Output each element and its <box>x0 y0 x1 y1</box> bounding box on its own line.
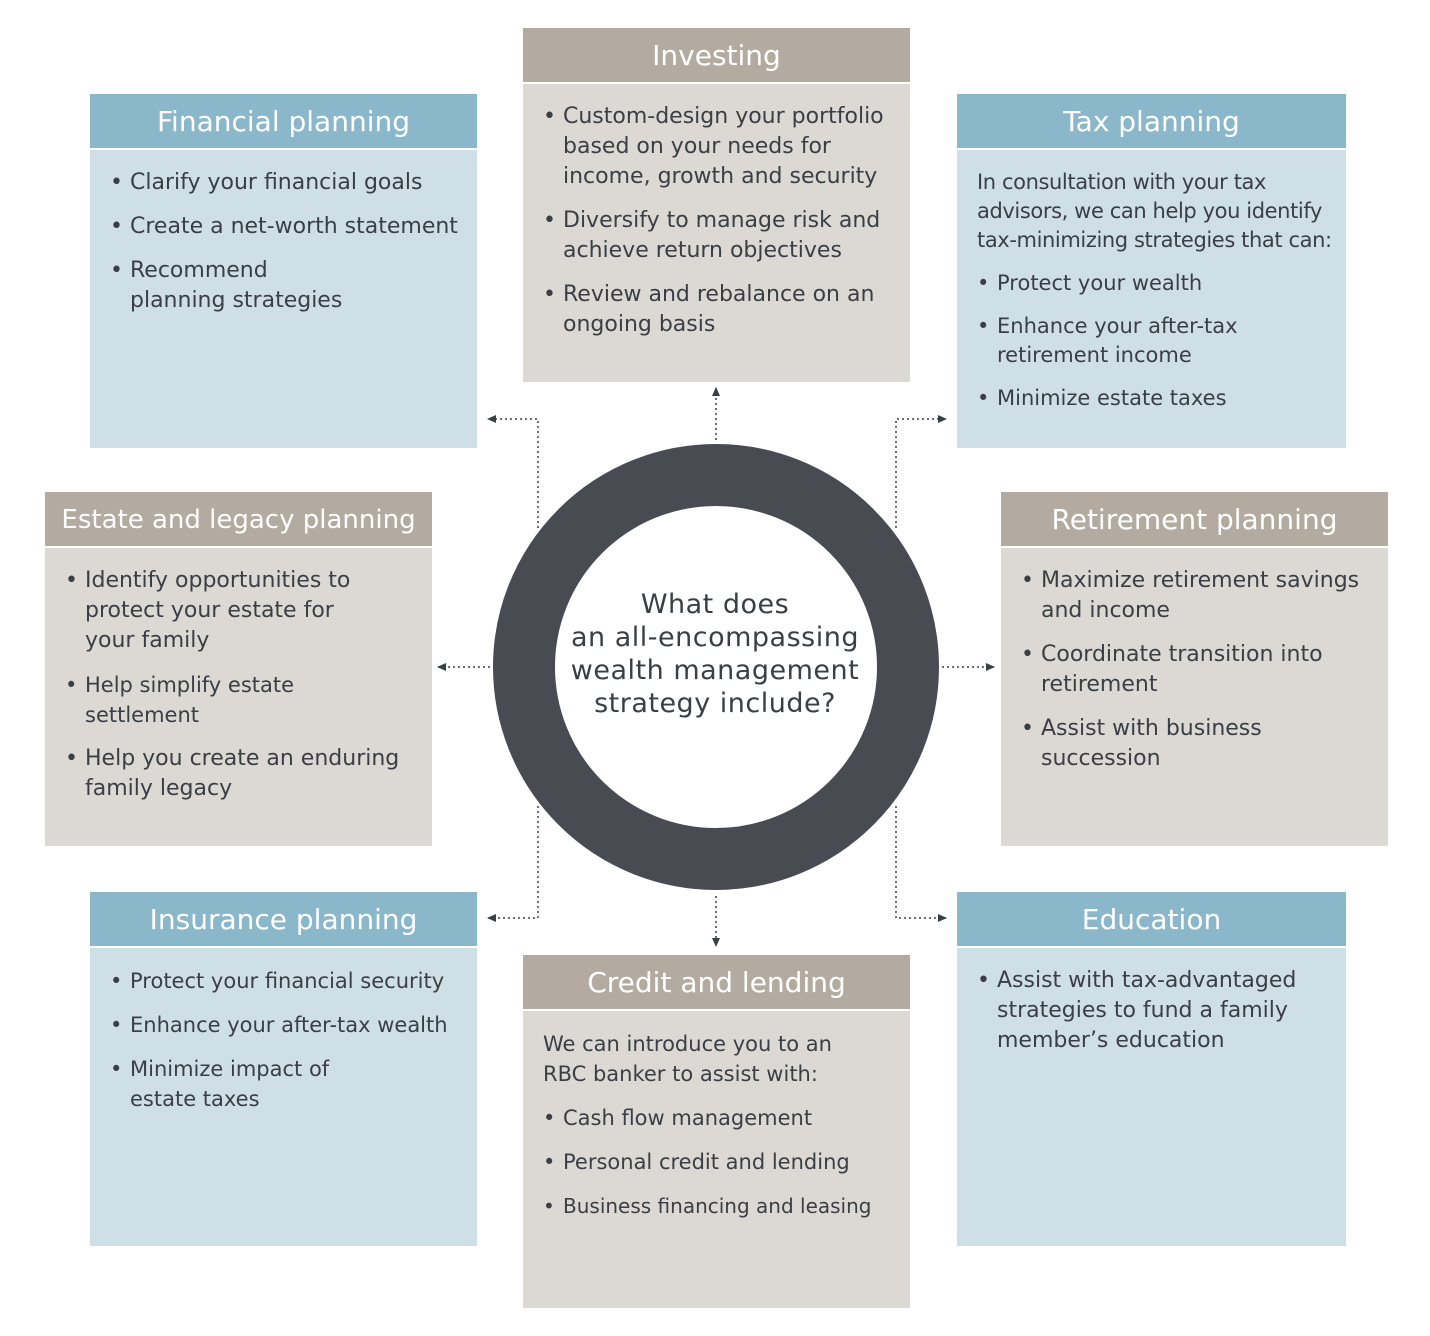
arrow-to-insurance <box>487 806 539 922</box>
investing-box: Investing Custom-design your portfolio b… <box>523 28 910 382</box>
list-item: Minimize impact of estate taxes <box>110 1054 459 1114</box>
list-item: Create a net-worth statement <box>110 212 459 242</box>
arrow-to-education <box>895 806 947 922</box>
insurance-planning-title: Insurance planning <box>90 892 477 948</box>
list-item: Minimize estate taxes <box>977 384 1332 413</box>
list-item: Assist with tax-advantaged strategies to… <box>977 966 1328 1056</box>
center-ring <box>493 444 939 890</box>
estate-planning-title: Estate and legacy planning <box>45 492 432 548</box>
insurance-planning-box: Insurance planning Protect your financia… <box>90 892 477 1246</box>
credit-lending-box: Credit and lending We can introduce you … <box>523 955 910 1308</box>
arrow-to-tax <box>895 415 947 528</box>
list-item: Identify opportunities to protect your e… <box>65 566 414 656</box>
center-line: wealth management <box>570 655 860 686</box>
tax-planning-title: Tax planning <box>957 94 1346 150</box>
list-item: Help you create an enduring family legac… <box>65 744 414 804</box>
financial-planning-box: Financial planning Clarify your financia… <box>90 94 477 448</box>
education-title: Education <box>957 892 1346 948</box>
list-item: Protect your financial security <box>110 966 459 996</box>
center-line: What does <box>640 589 790 620</box>
list-item: Business financing and leasing <box>543 1191 892 1221</box>
retirement-planning-box: Retirement planning Maximize retirement … <box>1001 492 1388 846</box>
list-item: Help simplify estate settlement <box>65 670 414 730</box>
retirement-planning-title: Retirement planning <box>1001 492 1388 548</box>
list-item: Review and rebalance on an ongoing basis <box>543 280 892 340</box>
center-line: an all-encompassing <box>571 622 859 653</box>
list-item: Recommend planning strategies <box>110 256 459 316</box>
estate-planning-box: Estate and legacy planning Identify oppo… <box>45 492 432 846</box>
investing-title: Investing <box>523 28 910 84</box>
list-item: Clarify your financial goals <box>110 168 459 198</box>
financial-planning-title: Financial planning <box>90 94 477 150</box>
center-question: What does an all-encompassing wealth man… <box>565 588 865 720</box>
list-item: Custom-design your portfolio based on yo… <box>543 102 892 192</box>
credit-lending-title: Credit and lending <box>523 955 910 1011</box>
tax-planning-box: Tax planning In consultation with your t… <box>957 94 1346 448</box>
list-item: Maximize retirement savings and income <box>1021 566 1370 626</box>
list-item: Enhance your after-tax retirement income <box>977 312 1332 370</box>
tax-intro: In consultation with your tax advisors, … <box>977 170 1332 252</box>
education-box: Education Assist with tax-advantaged str… <box>957 892 1346 1246</box>
list-item: Assist with business succession <box>1021 714 1370 774</box>
list-item: Personal credit and lending <box>543 1147 892 1177</box>
list-item: Coordinate transition into retirement <box>1021 640 1370 700</box>
list-item: Protect your wealth <box>977 269 1332 298</box>
list-item: Cash flow management <box>543 1103 892 1133</box>
list-item: Diversify to manage risk and achieve ret… <box>543 206 892 266</box>
arrow-to-financial <box>487 415 539 528</box>
list-item: Enhance your after-tax wealth <box>110 1010 459 1040</box>
credit-intro: We can introduce you to an RBC banker to… <box>543 1032 832 1086</box>
center-line: strategy include? <box>594 688 836 719</box>
